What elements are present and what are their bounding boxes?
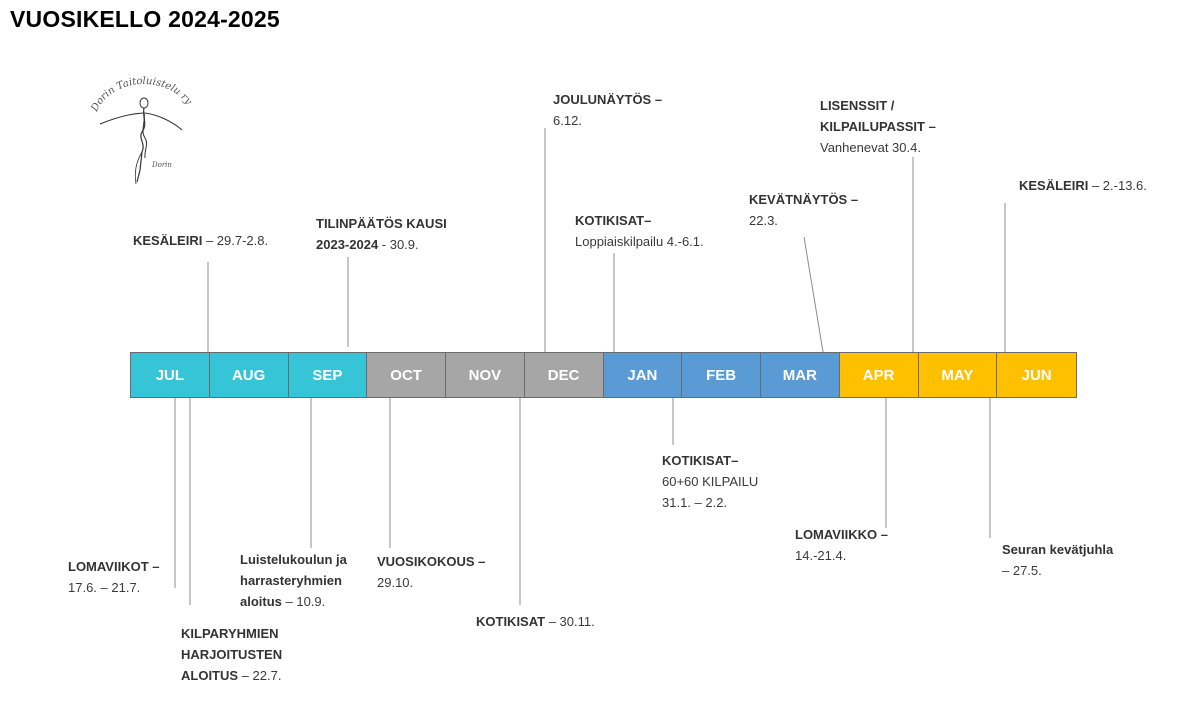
event-date: – 29.7-2.8. (202, 233, 269, 248)
event-luistelukoulu: Luistelukoulun ja harrasteryhmien aloitu… (240, 549, 347, 612)
month-jun: JUN (997, 353, 1076, 397)
event-title-cont: ALOITUS (181, 668, 239, 683)
event-title: KEVÄTNÄYTÖS – (749, 192, 859, 207)
event-title: LOMAVIIKKO – (795, 527, 888, 542)
event-kotikisat-nov: KOTIKISAT – 30.11. (476, 611, 595, 632)
event-joulunaytos: JOULUNÄYTÖS – 6.12. (553, 89, 662, 131)
event-title: VUOSIKOKOUS – (377, 554, 486, 569)
event-title-cont: KILPAILUPASSIT – (820, 119, 936, 134)
page-title: VUOSIKELLO 2024-2025 (10, 6, 280, 32)
club-logo: Dorin Taitoluistelu ry Dorin (89, 76, 194, 185)
event-title: KOTIKISAT (476, 614, 546, 629)
event-date: – 30.11. (545, 614, 595, 629)
event-date: – 22.7. (238, 668, 282, 683)
event-title: JOULUNÄYTÖS – (553, 92, 663, 107)
event-title: KESÄLEIRI (1019, 178, 1089, 193)
event-title: KESÄLEIRI (133, 233, 203, 248)
event-kevatnaytos: KEVÄTNÄYTÖS – 22.3. (749, 189, 858, 231)
event-lisenssit: LISENSSIT / KILPAILUPASSIT – Vanhenevat … (820, 95, 936, 158)
event-title: KILPARYHMIEN (181, 626, 279, 641)
event-kesaleiri-summer: KESÄLEIRI – 29.7-2.8. (133, 230, 268, 251)
event-title: LOMAVIIKOT – (68, 559, 160, 574)
event-title-cont: 2023-2024 (316, 237, 379, 252)
event-title-cont: harrasteryhmien (240, 573, 342, 588)
event-title: KOTIKISAT– (662, 453, 739, 468)
event-title-cont: aloitus (240, 594, 282, 609)
event-date: – 10.9. (281, 594, 326, 609)
month-nov: NOV (446, 353, 525, 397)
event-kevatjuhla: Seuran kevätjuhla – 27.5. (1002, 539, 1113, 581)
event-lomaviikot: LOMAVIIKOT – 17.6. – 21.7. (68, 556, 159, 598)
month-feb: FEB (682, 353, 761, 397)
event-date: 17.6. – 21.7. (68, 580, 141, 595)
event-date: 29.10. (377, 575, 414, 590)
month-jul: JUL (131, 353, 210, 397)
event-detail: 60+60 KILPAILU (662, 474, 759, 489)
event-date: 14.-21.4. (795, 548, 847, 563)
month-may: MAY (918, 353, 998, 397)
event-date: Loppiaiskilpailu 4.-6.1. (575, 234, 704, 249)
month-dec: DEC (524, 353, 604, 397)
event-lomaviikko: LOMAVIIKKO – 14.-21.4. (795, 524, 888, 566)
event-vuosikokous: VUOSIKOKOUS – 29.10. (377, 551, 485, 593)
month-aug: AUG (209, 353, 289, 397)
event-date: 6.12. (553, 113, 582, 128)
event-date: – 2.-13.6. (1088, 178, 1147, 193)
event-title: KOTIKISAT– (575, 213, 652, 228)
month-mar: MAR (761, 353, 840, 397)
month-oct: OCT (367, 353, 446, 397)
month-jan: JAN (603, 353, 683, 397)
event-date: - 30.9. (378, 237, 419, 252)
logo-signature: Dorin (151, 161, 172, 169)
event-kotikisat-feb: KOTIKISAT– 60+60 KILPAILU 31.1. – 2.2. (662, 450, 758, 513)
event-date: – 27.5. (1002, 563, 1042, 578)
event-title: TILINPÄÄTÖS KAUSI (316, 216, 447, 231)
event-kesaleiri-june: KESÄLEIRI – 2.-13.6. (1019, 175, 1147, 196)
event-title: Seuran kevätjuhla (1002, 542, 1114, 557)
event-title: LISENSSIT / (820, 98, 895, 113)
event-title-cont: HARJOITUSTEN (181, 647, 283, 662)
svg-text:Dorin Taitoluistelu ry: Dorin Taitoluistelu ry (89, 76, 194, 115)
month-sep: SEP (288, 353, 368, 397)
event-kotikisat-jan: KOTIKISAT– Loppiaiskilpailu 4.-6.1. (575, 210, 704, 252)
event-date: 22.3. (749, 213, 778, 228)
event-kilparyhmien: KILPARYHMIEN HARJOITUSTEN ALOITUS – 22.7… (181, 623, 282, 686)
event-date: 31.1. – 2.2. (662, 495, 728, 510)
event-title: Luistelukoulun ja (240, 552, 347, 567)
month-apr: APR (839, 353, 919, 397)
event-tilinpaatos: TILINPÄÄTÖS KAUSI 2023-2024 - 30.9. (316, 213, 447, 255)
event-date: Vanhenevat 30.4. (820, 140, 921, 155)
